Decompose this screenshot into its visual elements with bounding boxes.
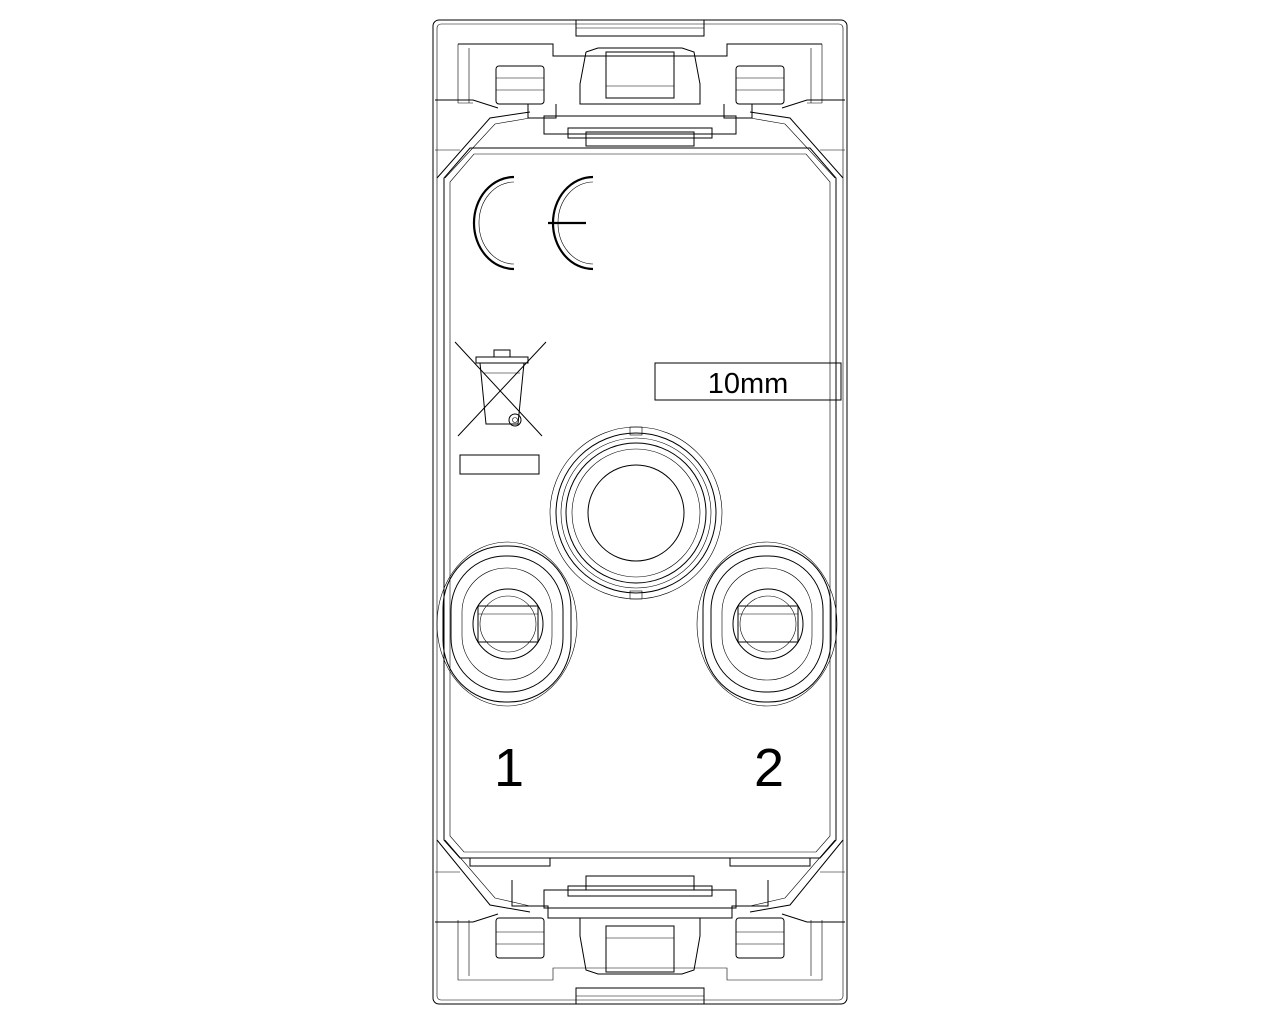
terminal-1 (436, 541, 578, 707)
strip-length-gauge: 10mm (654, 362, 842, 401)
strip-length-label: 10mm (708, 368, 789, 400)
bottom-clip-assembly (435, 839, 845, 1005)
ce-mark (472, 175, 594, 271)
top-clip-assembly (435, 19, 845, 179)
crossed-out-wheelie-bin-icon (454, 341, 547, 437)
terminal-2 (696, 541, 838, 707)
inner-back-plate (443, 147, 837, 859)
terminal-1-label: 1 (494, 738, 524, 798)
terminal-2-label: 2 (754, 738, 784, 798)
module-outer-frame (432, 19, 848, 1005)
marking-bar (459, 454, 540, 475)
actuator-boss (549, 426, 723, 600)
